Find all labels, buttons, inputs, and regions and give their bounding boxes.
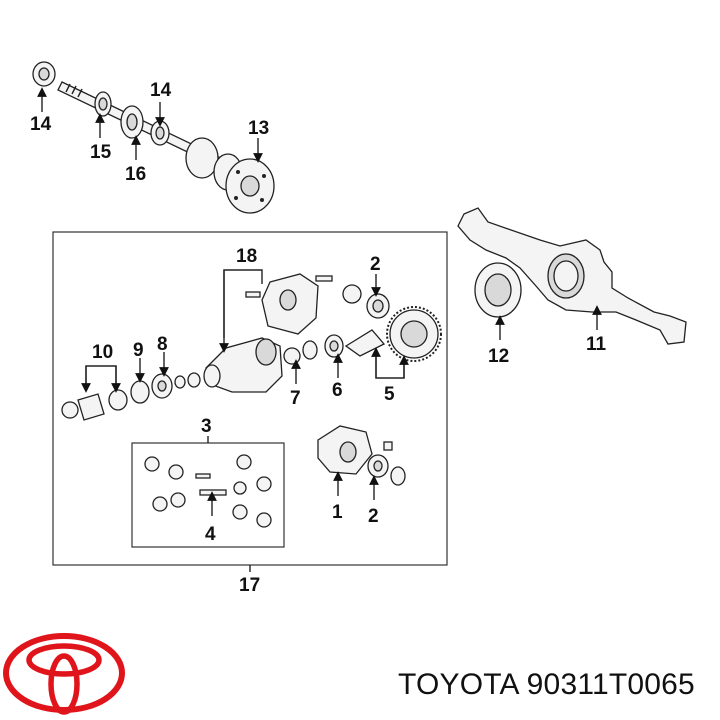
callout-18: 18	[236, 246, 257, 267]
companion-flange	[61, 389, 128, 421]
callout-4: 4	[205, 524, 216, 545]
callout-17: 17	[239, 575, 260, 596]
callout-10: 10	[92, 342, 113, 363]
brand-name: TOYOTA	[398, 668, 519, 701]
differential-case	[317, 425, 393, 475]
part-number: 90311T0065	[526, 668, 695, 701]
callout-3: 3	[201, 416, 212, 437]
callout-7: 7	[290, 388, 301, 409]
axle-housing	[457, 207, 687, 345]
callout-9: 9	[133, 340, 144, 361]
part-caption: TOYOTA 90311T0065	[398, 668, 695, 702]
callout-5: 5	[384, 384, 395, 405]
callout-2a: 2	[370, 254, 381, 275]
bearing-cap	[245, 273, 333, 335]
callout-6: 6	[332, 380, 343, 401]
callout-12: 12	[488, 346, 509, 367]
callout-14a: 14	[30, 114, 52, 135]
cover-gasket	[474, 262, 522, 318]
callout-13: 13	[248, 118, 269, 139]
callout-11: 11	[586, 334, 607, 355]
callout-14b: 14	[150, 80, 172, 101]
differential-carrier	[203, 337, 283, 393]
drive-pinion	[344, 329, 386, 357]
ring-gear	[386, 306, 442, 362]
callout-8: 8	[157, 334, 168, 355]
toyota-logo-icon	[3, 633, 125, 715]
callout-15: 15	[90, 142, 112, 163]
differential-gears	[144, 454, 272, 528]
callout-2b: 2	[368, 506, 379, 527]
callout-16: 16	[125, 164, 146, 185]
callout-1: 1	[332, 502, 343, 523]
axle-shaft-group	[32, 61, 275, 214]
